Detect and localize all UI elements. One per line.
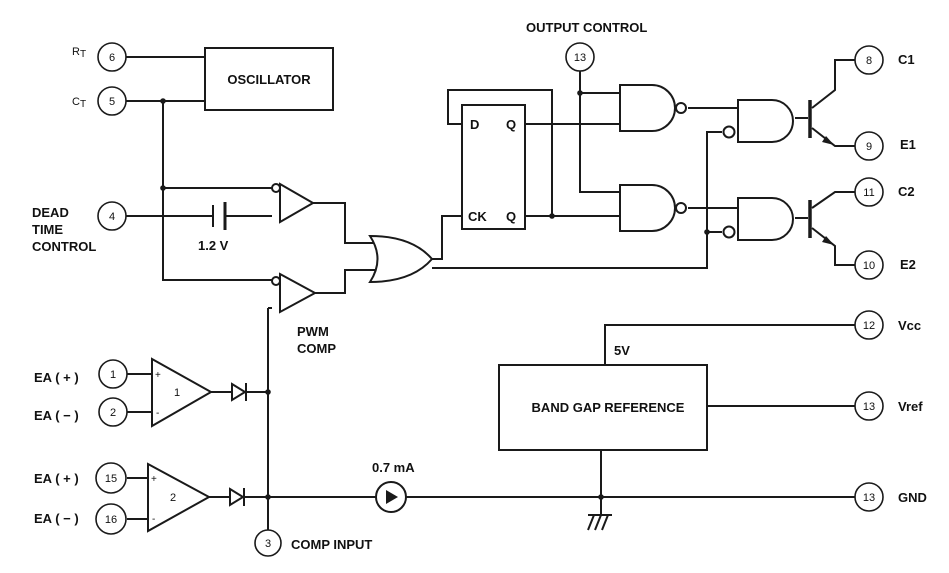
amp2-minus: -: [152, 514, 155, 525]
flip-flop: D Q CK Q: [461, 104, 526, 230]
pin-ea2p-number: 15: [105, 473, 117, 485]
transistor-q1: [808, 100, 834, 145]
ff-d-label: D: [470, 117, 479, 132]
pin-rt: 6 RT: [72, 42, 127, 72]
pwm-label-2: COMP: [297, 341, 336, 356]
and-gate-upper: [722, 99, 794, 143]
pin-e2-number: 10: [863, 260, 875, 272]
pin-ea1p-number: 1: [110, 369, 116, 381]
amp1-label: 1: [174, 387, 180, 399]
error-amplifier-2: + - 2: [147, 462, 212, 533]
transistor-q2: [808, 200, 834, 245]
ff-qbar-label: Q: [506, 209, 516, 224]
pin-rt-number: 6: [109, 52, 115, 64]
comp-input-label: COMP INPUT: [291, 537, 372, 552]
pin-ea2m-label: EA ( − ): [34, 511, 79, 526]
pwm-comparator: [271, 272, 318, 314]
bandgap-block: BAND GAP REFERENCE 5V: [498, 343, 708, 451]
pin-e2: 10 E2: [854, 250, 916, 280]
amp1-minus: -: [156, 408, 159, 419]
or-gate: [368, 234, 434, 284]
pin-oc-number: 13: [574, 52, 586, 64]
pin-ea2-plus: 15 EA ( + ): [34, 462, 127, 494]
amp2-plus: +: [151, 474, 157, 485]
pin-e1: 9 E1: [854, 131, 916, 161]
pin-e2-label: E2: [900, 257, 916, 272]
ground-symbol: [587, 514, 612, 531]
five-volt-label: 5V: [614, 343, 630, 358]
diode-2: [229, 487, 245, 507]
pin-rt-label: RT: [72, 46, 86, 60]
ct-main: C: [72, 96, 80, 108]
pin-vcc-number: 12: [863, 320, 875, 332]
pin-dtc-number: 4: [109, 211, 115, 223]
pin-ea2m-number: 16: [105, 514, 117, 526]
bandgap-label: BAND GAP REFERENCE: [532, 400, 685, 415]
pin-ct-number: 5: [109, 96, 115, 108]
pin-ct: 5 CT: [72, 86, 127, 116]
pin-vref: 13 Vref: [854, 391, 923, 421]
wires: [125, 56, 855, 530]
pin-vref-number: 13: [863, 401, 875, 413]
ff-ck-label: CK: [468, 209, 487, 224]
pin-output-control: 13: [565, 42, 595, 72]
pin-comp-input: 3: [254, 529, 282, 557]
pin-ea1m-label: EA ( − ): [34, 408, 79, 423]
voltage-label: 1.2 V: [198, 238, 229, 253]
pin-c2-label: C2: [898, 184, 915, 199]
dead-time-label-2: TIME: [32, 222, 63, 237]
pin-vref-label: Vref: [898, 399, 923, 414]
pin-c2-number: 11: [863, 187, 874, 199]
dead-time-label-1: DEAD: [32, 205, 69, 220]
rt-sub: T: [80, 49, 86, 60]
current-label: 0.7 mA: [372, 460, 415, 475]
nand-gate-lower: [619, 184, 687, 232]
pin-c2: 11 C2: [854, 177, 915, 207]
pwm-label-1: PWM: [297, 324, 329, 339]
pin-ct-label: CT: [72, 96, 86, 110]
pin-ea2-minus: 16 EA ( − ): [34, 503, 127, 535]
pin-ea1m-number: 2: [110, 407, 116, 419]
pin-gnd: 13 GND: [854, 482, 927, 512]
dead-time-comparator: [271, 182, 316, 224]
pin-ea1-plus: 1 EA ( + ): [34, 359, 128, 389]
output-control-label: OUTPUT CONTROL: [526, 20, 647, 35]
pin-c1: 8 C1: [854, 45, 915, 75]
pin-gnd-label: GND: [898, 490, 927, 505]
nand-gate-upper: [619, 84, 687, 132]
oscillator-label: OSCILLATOR: [227, 72, 311, 87]
current-source: [375, 481, 407, 513]
pin-ea1p-label: EA ( + ): [34, 370, 79, 385]
amp1-plus: +: [155, 370, 161, 381]
error-amplifier-1: + - 1: [151, 357, 214, 428]
junction-dots: [160, 90, 710, 500]
pin-e1-number: 9: [866, 141, 872, 153]
pin-vcc: 12 Vcc: [854, 310, 921, 340]
dead-time-battery: [212, 202, 227, 230]
pin-e1-label: E1: [900, 137, 916, 152]
pin-comp-number: 3: [265, 538, 271, 550]
pin-ea2p-label: EA ( + ): [34, 471, 79, 486]
dead-time-label-3: CONTROL: [32, 239, 96, 254]
pin-gnd-number: 13: [863, 492, 875, 504]
free-labels: OUTPUT CONTROL DEAD TIME CONTROL 1.2 V P…: [32, 20, 647, 552]
pin-ea1-minus: 2 EA ( − ): [34, 397, 128, 427]
ff-q-label: Q: [506, 117, 516, 132]
oscillator-block: OSCILLATOR: [204, 47, 334, 111]
and-gate-lower: [722, 197, 794, 241]
amp2-label: 2: [170, 492, 176, 504]
ct-sub: T: [80, 99, 86, 110]
pin-vcc-label: Vcc: [898, 318, 921, 333]
rt-main: R: [72, 46, 80, 58]
diode-1: [231, 382, 247, 402]
pin-c1-label: C1: [898, 52, 915, 67]
pin-c1-number: 8: [866, 55, 872, 67]
pin-dtc: 4: [97, 201, 127, 231]
